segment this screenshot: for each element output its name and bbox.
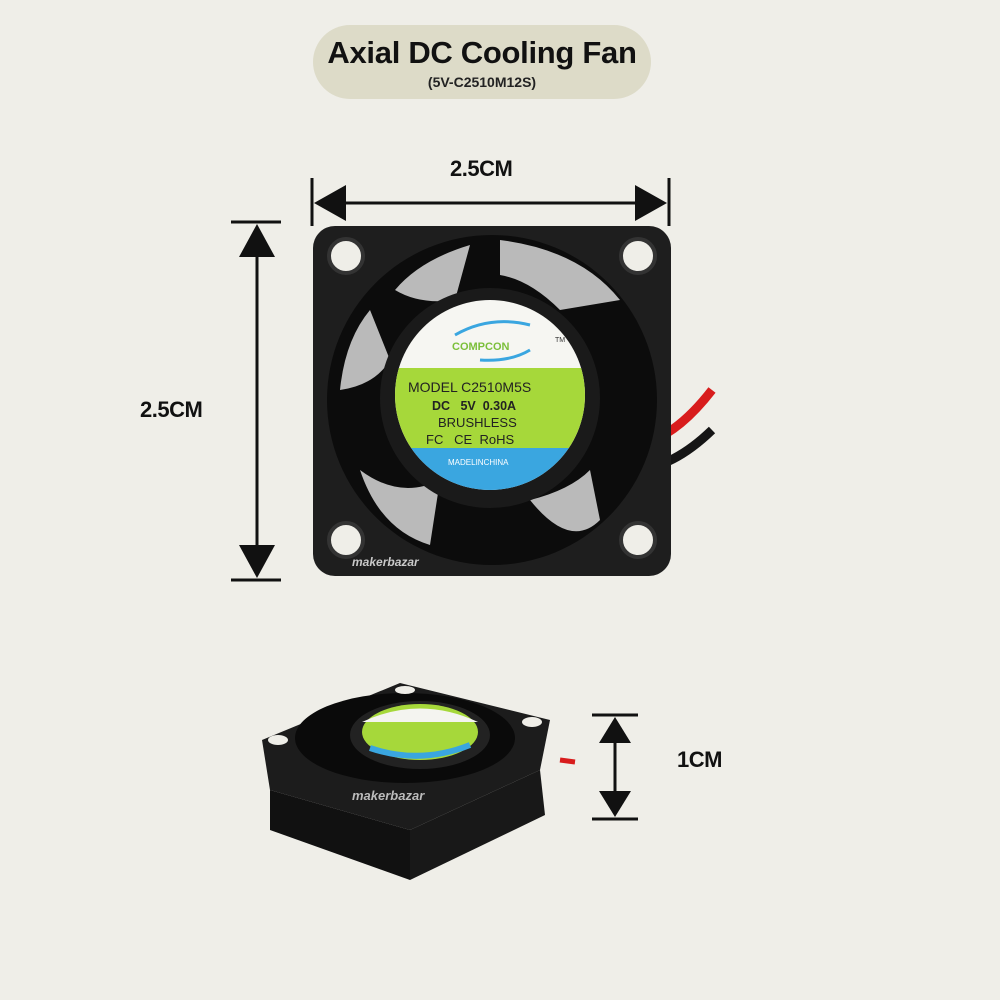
watermark-logo: makerbazar [352,555,420,569]
sticker-type: BRUSHLESS [438,415,517,430]
sticker-model: MODEL C2510M5S [408,379,531,395]
width-dimension-arrow [310,178,671,226]
width-label: 2.5CM [450,156,513,181]
depth-dimension-arrow [592,713,638,821]
sticker-brand: COMPCON [452,341,510,353]
model-subtitle: (5V-C2510M12S) [427,74,537,90]
sticker-origin: MADELINCHINA [448,458,509,467]
height-label: 2.5CM [140,397,203,422]
sticker-rating: DC 5V 0.30A [432,399,516,413]
side-watermark-logo: makerbazar [352,788,425,803]
sticker-trademark: TM [555,337,565,344]
fan-front-view [313,226,671,576]
height-dimension-arrow [231,220,281,582]
depth-label: 1CM [677,747,722,772]
fan-sticker [395,300,585,490]
title-banner: Axial DC Cooling Fan (5V-C2510M12S) [313,25,651,99]
fan-side-view: makerbazar [262,683,576,880]
sticker-certs: FC CE RoHS [426,432,514,447]
page-title: Axial DC Cooling Fan [327,35,637,70]
